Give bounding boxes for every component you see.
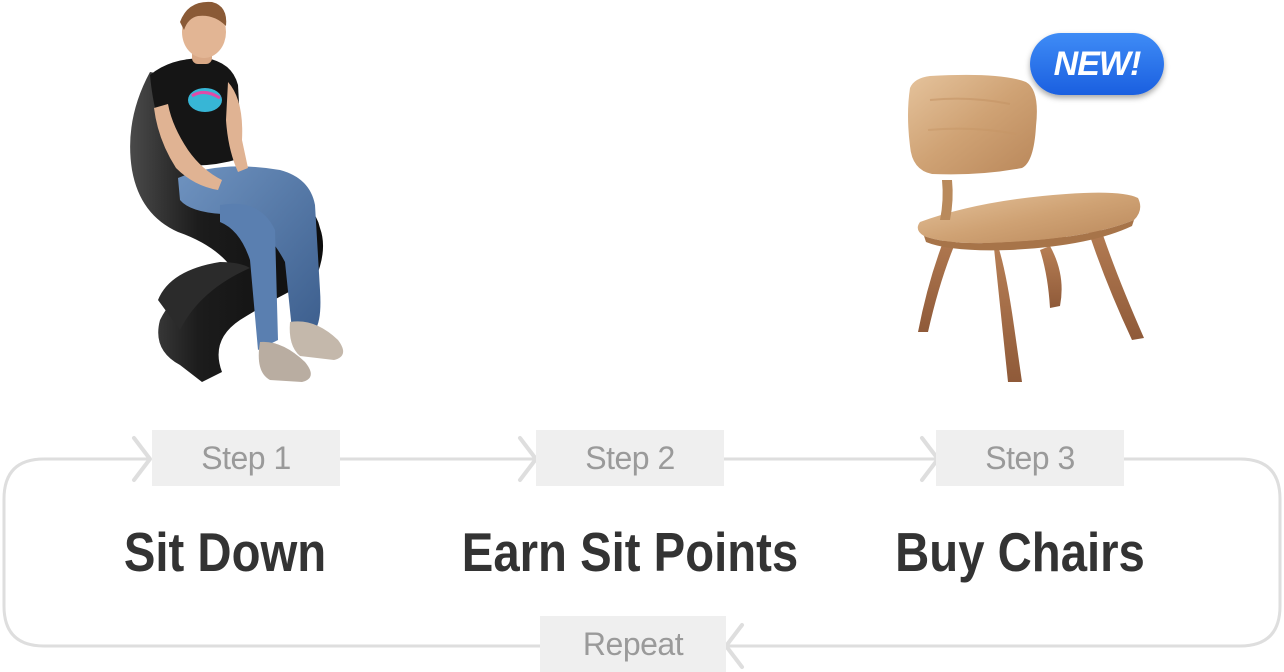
person-sitting-image <box>130 1 344 382</box>
arrow-to-step-1-icon <box>132 436 152 482</box>
step-1-title: Sit Down <box>123 521 327 583</box>
step-2-tag: Step 2 <box>536 430 724 486</box>
wooden-chair-image <box>908 74 1144 382</box>
step-2-title: Earn Sit Points <box>461 521 799 583</box>
step-3-tag: Step 3 <box>936 430 1124 486</box>
repeat-tag: Repeat <box>540 616 726 672</box>
step-1-tag: Step 1 <box>152 430 340 486</box>
arrow-repeat-icon <box>724 623 744 669</box>
step-3-title: Buy Chairs <box>895 521 1145 583</box>
new-badge: NEW! <box>1030 33 1164 95</box>
loop-outline <box>2 457 1282 648</box>
